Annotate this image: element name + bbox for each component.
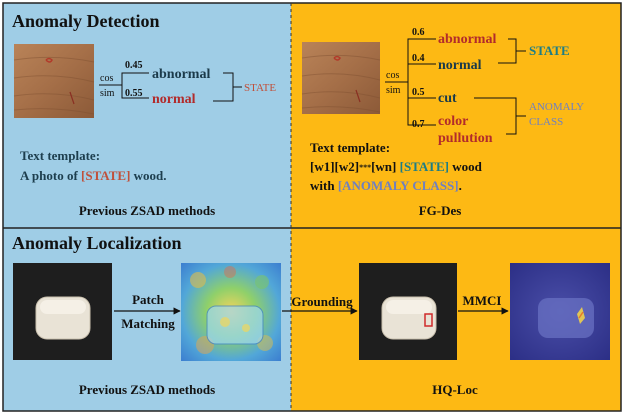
branch-connector-right <box>385 38 436 126</box>
wood-image-left <box>13 44 95 118</box>
template-sentence-left: A photo of [STATE] wood. <box>20 168 167 183</box>
cos-sim-label-right-2: sim <box>386 85 401 96</box>
label-normal-left: normal <box>152 92 196 107</box>
object-image-left <box>13 263 112 360</box>
matching-label: Matching <box>121 316 175 331</box>
anomaly-class-bracket <box>474 97 526 135</box>
score-abnormal-right: 0.6 <box>412 27 425 38</box>
template-state-left: [STATE] <box>81 168 130 183</box>
label-cut-right: cut <box>438 91 457 106</box>
cos-sim-label-left-1: cos <box>100 73 113 84</box>
template-line2-right: [w1][w2]***[wn] [STATE] wood <box>310 159 483 174</box>
caption-hqloc: HQ-Loc <box>432 382 478 397</box>
caption-fgdes: FG-Des <box>419 203 462 218</box>
score-color-pullution-right: 0.7 <box>412 119 425 130</box>
score-normal-right: 0.4 <box>412 53 425 64</box>
grounding-box <box>424 313 433 327</box>
patch-label: Patch <box>132 292 165 307</box>
caption-detection-previous: Previous ZSAD methods <box>79 203 215 218</box>
branch-connector-left <box>99 72 149 99</box>
template-anomaly-class: [ANOMALY CLASS] <box>338 178 459 193</box>
caption-localization-previous: Previous ZSAD methods <box>79 382 215 397</box>
label-color-right: color <box>438 114 468 129</box>
state-label-right: STATE <box>529 43 570 58</box>
wood-image-right <box>301 42 381 114</box>
anomaly-class-label-2: CLASS <box>529 116 563 128</box>
template-heading-left: Text template: <box>20 148 100 163</box>
template-line3-right: with [ANOMALY CLASS]. <box>310 178 462 193</box>
template-state-right: [STATE] <box>396 159 449 174</box>
grounded-object-image <box>359 263 457 360</box>
cos-sim-label-right-1: cos <box>386 70 399 81</box>
localization-title: Anomaly Localization <box>12 233 182 253</box>
localization-result-image <box>510 263 610 360</box>
score-abnormal-left: 0.45 <box>125 60 143 71</box>
detection-title: Anomaly Detection <box>12 11 159 31</box>
label-pullution-right: pullution <box>438 131 493 146</box>
state-bracket-left <box>213 72 242 102</box>
anomaly-class-label-1: ANOMALY <box>529 101 584 113</box>
state-bracket-right <box>498 38 526 64</box>
cos-sim-label-left-2: sim <box>100 88 115 99</box>
score-cut-right: 0.5 <box>412 87 425 98</box>
grounding-label: Grounding <box>291 294 353 309</box>
score-normal-left: 0.55 <box>125 88 143 99</box>
label-abnormal-right: abnormal <box>438 32 496 47</box>
state-label-left: STATE <box>244 82 276 94</box>
template-heading-right: Text template: <box>310 140 390 155</box>
panel-detection-fgdes <box>291 3 621 228</box>
label-abnormal-left: abnormal <box>152 67 210 82</box>
label-normal-right: normal <box>438 58 482 73</box>
heatmap-image <box>181 263 281 361</box>
mmci-label: MMCI <box>463 293 502 308</box>
